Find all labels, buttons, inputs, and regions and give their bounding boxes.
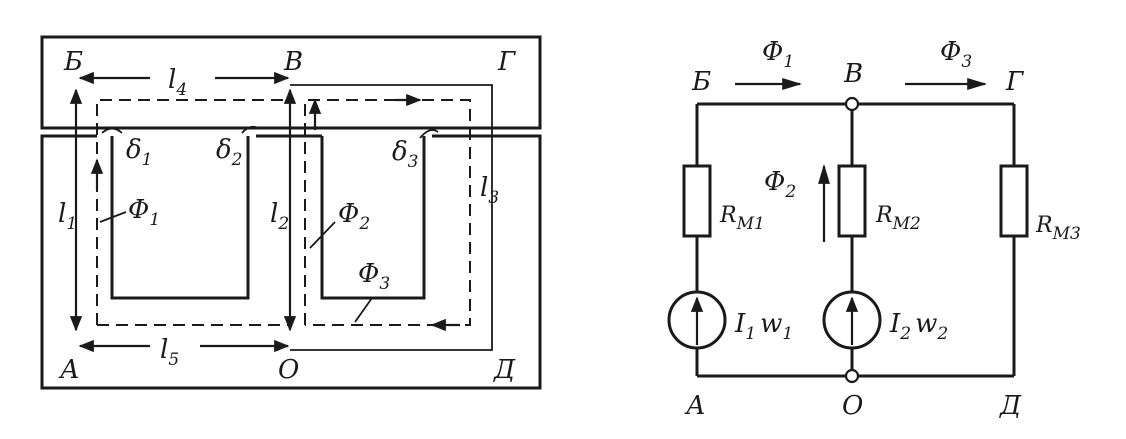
circuit-node-D: Д [999, 391, 1022, 421]
leader-d2 [241, 125, 259, 134]
label-d2: δ2 [216, 135, 242, 170]
label-l1: l1 [58, 199, 77, 234]
resistor-rm3 [999, 164, 1029, 238]
core-point-V: В [283, 47, 303, 77]
leader-phi1 [99, 211, 127, 223]
resistor-rm2 [837, 164, 867, 238]
label-core-phi1: Φ1 [128, 195, 160, 230]
core-point-O: О [278, 355, 299, 385]
label-rm3: RM3 [1035, 213, 1081, 244]
flux-path-phi1 [96, 99, 290, 325]
label-d1: δ1 [126, 135, 152, 170]
core-point-D: Д [493, 355, 516, 385]
label-rm1: RM1 [719, 203, 765, 234]
label-core-phi2: Φ2 [338, 199, 370, 234]
label-l3: l3 [480, 173, 499, 208]
node-O [844, 368, 860, 384]
leader-phi3 [354, 297, 373, 323]
label-l4: l4 [168, 65, 187, 100]
node-V [844, 96, 860, 112]
magnetic-core-diagram: Б В Г А О Д l1 l2 l3 l4 l5 δ1 δ2 δ3 Φ1 Φ… [40, 35, 542, 390]
core-point-B: Б [63, 47, 83, 77]
label-l2: l2 [270, 199, 289, 234]
path-l3-line [290, 84, 493, 351]
label-circuit-phi2: Φ2 [764, 167, 796, 202]
label-rm2: RM2 [875, 203, 921, 234]
circuit-node-O: О [842, 391, 863, 421]
leader-d1 [101, 127, 123, 134]
label-circuit-phi3: Φ3 [940, 37, 972, 72]
circuit-node-B: Б [691, 67, 711, 97]
circuit-node-G: Г [1005, 67, 1024, 97]
label-core-phi3: Φ3 [358, 259, 390, 294]
core-point-A: А [58, 355, 80, 385]
label-circuit-phi1: Φ1 [762, 37, 794, 72]
circuit-node-A: А [684, 391, 706, 421]
resistor-rm1 [682, 164, 712, 238]
label-l5: l5 [160, 335, 179, 370]
core-window-right [320, 136, 426, 300]
flux-path-phi2 [304, 99, 471, 326]
core-point-G: Г [497, 47, 516, 77]
leader-phi2 [309, 221, 336, 249]
circuit-node-V: В [843, 59, 863, 89]
leader-d3 [419, 129, 439, 139]
label-d3: δ3 [392, 137, 418, 172]
